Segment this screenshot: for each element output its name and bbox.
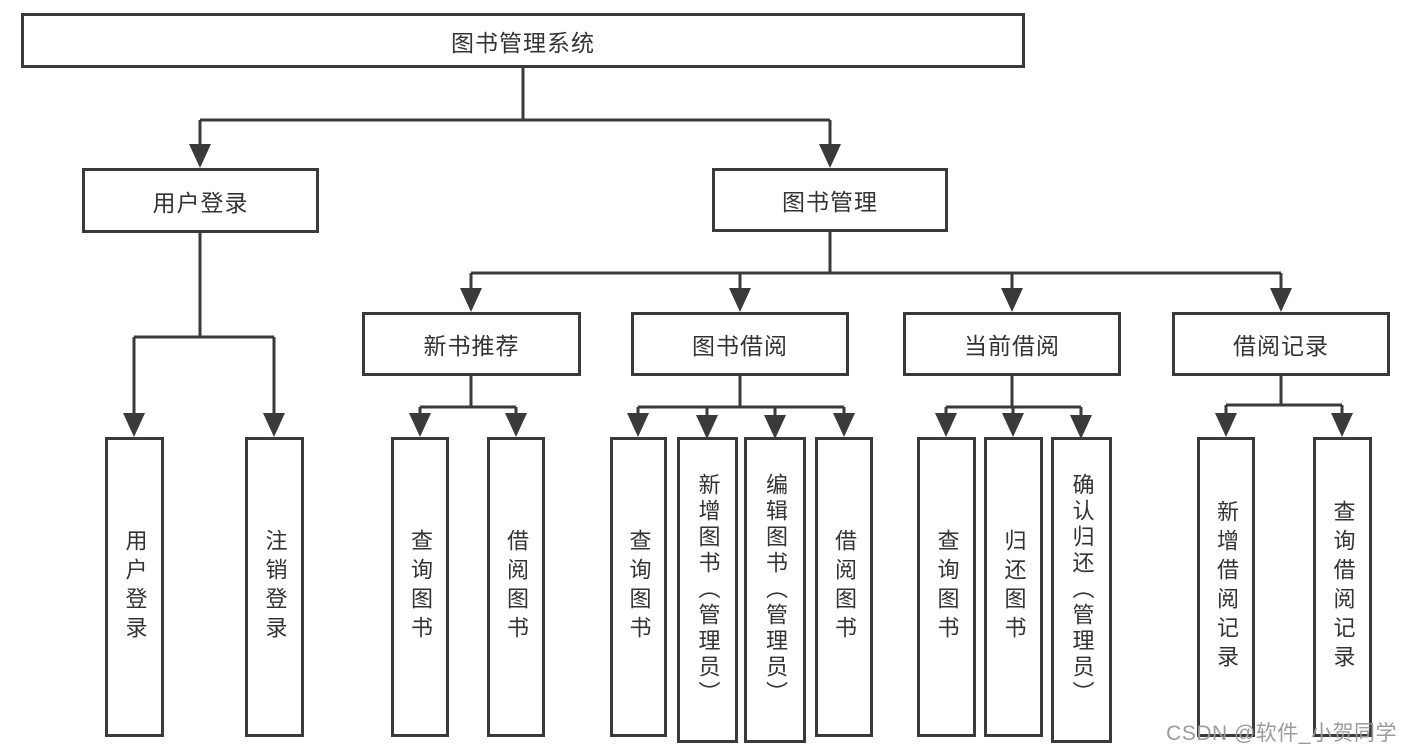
leaf-label: 查询借阅记录 — [1330, 500, 1356, 674]
leaf-label: 新增图书（管理员） — [695, 473, 721, 707]
leaf-label: 用户登录 — [122, 529, 148, 645]
leaf-borrow-books-recommend: 借阅图书 — [487, 437, 545, 737]
leaf-add-books-admin: 新增图书（管理员） — [677, 437, 738, 743]
leaf-add-borrow-record: 新增借阅记录 — [1197, 437, 1255, 737]
leaf-query-books-borrow: 查询图书 — [610, 437, 667, 737]
node-user-login: 用户登录 — [82, 168, 319, 233]
leaf-confirm-return-admin: 确认归还（管理员） — [1051, 437, 1112, 743]
leaf-label: 查询图书 — [934, 529, 960, 645]
leaf-label: 查询图书 — [626, 529, 652, 645]
leaf-logout: 注销登录 — [245, 437, 304, 737]
arrowheads — [123, 144, 1353, 439]
leaf-label: 确认归还（管理员） — [1069, 473, 1095, 707]
leaf-borrow-books: 借阅图书 — [815, 437, 873, 737]
leaf-query-books-recommend: 查询图书 — [391, 437, 449, 737]
leaf-label: 借阅图书 — [504, 529, 529, 645]
node-borrowing-records: 借阅记录 — [1172, 312, 1390, 376]
node-book-borrowing: 图书借阅 — [631, 312, 849, 376]
csdn-watermark: CSDN @软件_小贺同学 — [1166, 722, 1397, 745]
leaf-label: 新增借阅记录 — [1214, 500, 1239, 674]
leaf-label: 编辑图书（管理员） — [763, 473, 788, 707]
leaf-user-login: 用户登录 — [105, 437, 164, 737]
leaf-return-books: 归还图书 — [984, 437, 1043, 737]
leaf-label: 归还图书 — [1001, 529, 1027, 645]
node-library-system: 图书管理系统 — [21, 13, 1025, 68]
node-book-management: 图书管理 — [712, 168, 948, 232]
leaf-edit-books-admin: 编辑图书（管理员） — [744, 437, 806, 743]
leaf-query-borrow-record: 查询借阅记录 — [1313, 437, 1372, 737]
node-new-book-recommend: 新书推荐 — [362, 312, 581, 376]
leaf-label: 借阅图书 — [832, 529, 857, 645]
node-current-borrowing: 当前借阅 — [903, 312, 1121, 376]
leaf-label: 注销登录 — [262, 529, 288, 645]
leaf-query-books-current: 查询图书 — [917, 437, 976, 737]
leaf-label: 查询图书 — [408, 529, 433, 645]
